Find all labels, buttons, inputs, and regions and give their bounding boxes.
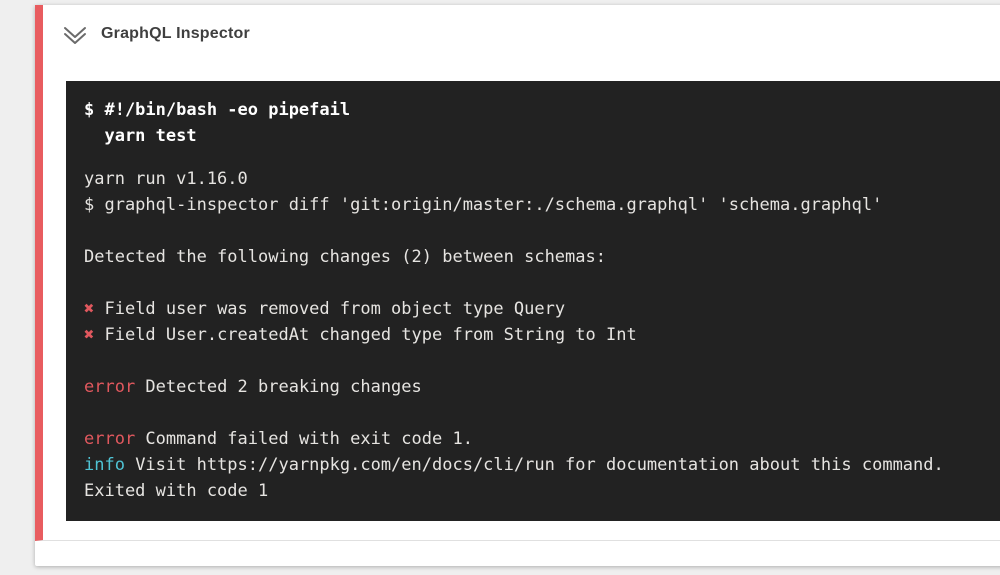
terminal-line bbox=[84, 400, 1000, 426]
build-step-card: GraphQL Inspector $ #!/bin/bash -eo pipe… bbox=[35, 5, 1000, 566]
card-footer-row bbox=[35, 541, 1000, 565]
terminal-line: info Visit https://yarnpkg.com/en/docs/c… bbox=[84, 455, 944, 475]
chevron-collapse-icon[interactable] bbox=[62, 24, 88, 48]
terminal-output: $ #!/bin/bash -eo pipefail yarn test yar… bbox=[66, 81, 1000, 521]
terminal-line bbox=[84, 218, 1000, 244]
terminal-line: ✖ Field user was removed from object typ… bbox=[84, 299, 566, 319]
terminal-log: yarn run v1.16.0 $ graphql-inspector diff… bbox=[84, 166, 1000, 504]
command-echo: $ #!/bin/bash -eo pipefail yarn test bbox=[84, 97, 1000, 149]
command-line: $ #!/bin/bash -eo pipefail bbox=[84, 100, 351, 120]
terminal-line bbox=[84, 348, 1000, 374]
terminal-line bbox=[84, 270, 1000, 296]
step-header[interactable]: GraphQL Inspector bbox=[43, 5, 1000, 81]
terminal-line: error Command failed with exit code 1. bbox=[84, 429, 473, 449]
terminal-line: $ graphql-inspector diff 'git:origin/mas… bbox=[84, 195, 883, 215]
terminal-line: error Detected 2 breaking changes bbox=[84, 377, 422, 397]
step-title: GraphQL Inspector bbox=[101, 25, 250, 42]
terminal-line: ✖ Field User.createdAt changed type from… bbox=[84, 325, 637, 345]
terminal-line: Detected the following changes (2) betwe… bbox=[84, 247, 606, 267]
terminal-line: yarn run v1.16.0 bbox=[84, 169, 248, 189]
failed-step-section: GraphQL Inspector $ #!/bin/bash -eo pipe… bbox=[35, 5, 1000, 541]
command-line: yarn test bbox=[84, 126, 197, 146]
terminal-line: Exited with code 1 bbox=[84, 481, 269, 501]
